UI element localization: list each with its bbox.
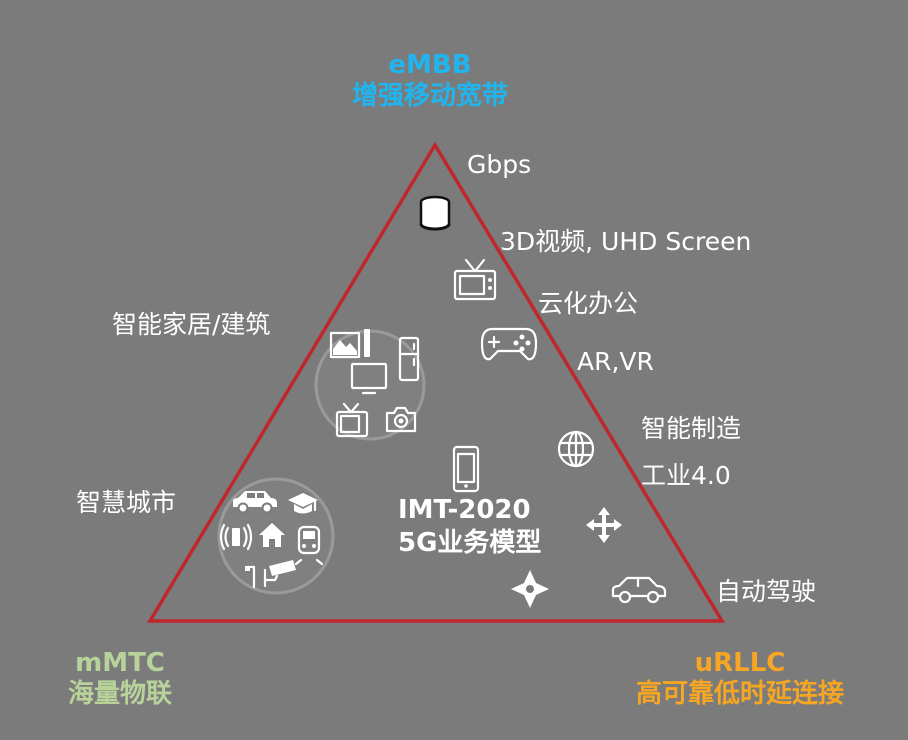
- service-triangle: [146, 141, 726, 623]
- mmtc-corner-label: mMTC 海量物联: [40, 648, 200, 710]
- label-ar-vr: AR,VR: [577, 347, 654, 376]
- house-icon: [259, 523, 285, 547]
- label-smart-city: 智慧城市: [76, 488, 177, 517]
- monitor-icon: [350, 362, 388, 395]
- label-smart-home: 智能家居/建筑: [112, 310, 271, 339]
- label-3d-video: 3D视频, UHD Screen: [500, 227, 752, 256]
- label-gbps: Gbps: [467, 150, 532, 179]
- arrows-icon: [586, 507, 622, 543]
- mmtc-name: 海量物联: [67, 679, 172, 710]
- streetlight-icon: [245, 565, 256, 589]
- label-industry-4: 工业4.0: [641, 461, 731, 490]
- center-title: IMT-2020 5G业务模型: [398, 494, 541, 559]
- tv-icon: [453, 258, 497, 301]
- label-autonomous-driving: 自动驾驶: [716, 577, 817, 606]
- fridge-icon: [398, 336, 420, 382]
- center-title-line2: 5G业务模型: [398, 527, 542, 558]
- embb-code: eMBB: [388, 50, 472, 80]
- mmtc-code: mMTC: [75, 648, 165, 678]
- globe-icon: [557, 430, 595, 468]
- camera-icon: [385, 406, 417, 433]
- small-tv-icon: [335, 402, 369, 438]
- train-icon: [294, 525, 324, 566]
- antenna-icon: [219, 523, 253, 551]
- phone-icon: [452, 445, 480, 493]
- urllc-name: 高可靠低时延连接: [635, 679, 844, 710]
- label-smart-manufacturing: 智能制造: [641, 414, 742, 443]
- database-icon: [419, 195, 451, 231]
- compass-icon: [511, 570, 549, 608]
- embb-corner-label: eMBB 增强移动宽带: [330, 50, 530, 112]
- label-cloud-office: 云化办公: [538, 289, 639, 318]
- cctv-icon: [263, 560, 296, 588]
- urllc-code: uRLLC: [694, 648, 786, 678]
- urllc-corner-label: uRLLC 高可靠低时延连接: [610, 648, 870, 710]
- city-car-icon: [233, 491, 277, 514]
- embb-name: 增强移动宽带: [351, 81, 508, 112]
- picture-icon: [329, 329, 370, 359]
- graduation-cap-icon: [288, 493, 318, 514]
- center-title-line1: IMT-2020: [398, 495, 531, 525]
- car-icon: [611, 576, 667, 604]
- gamepad-icon: [480, 327, 538, 361]
